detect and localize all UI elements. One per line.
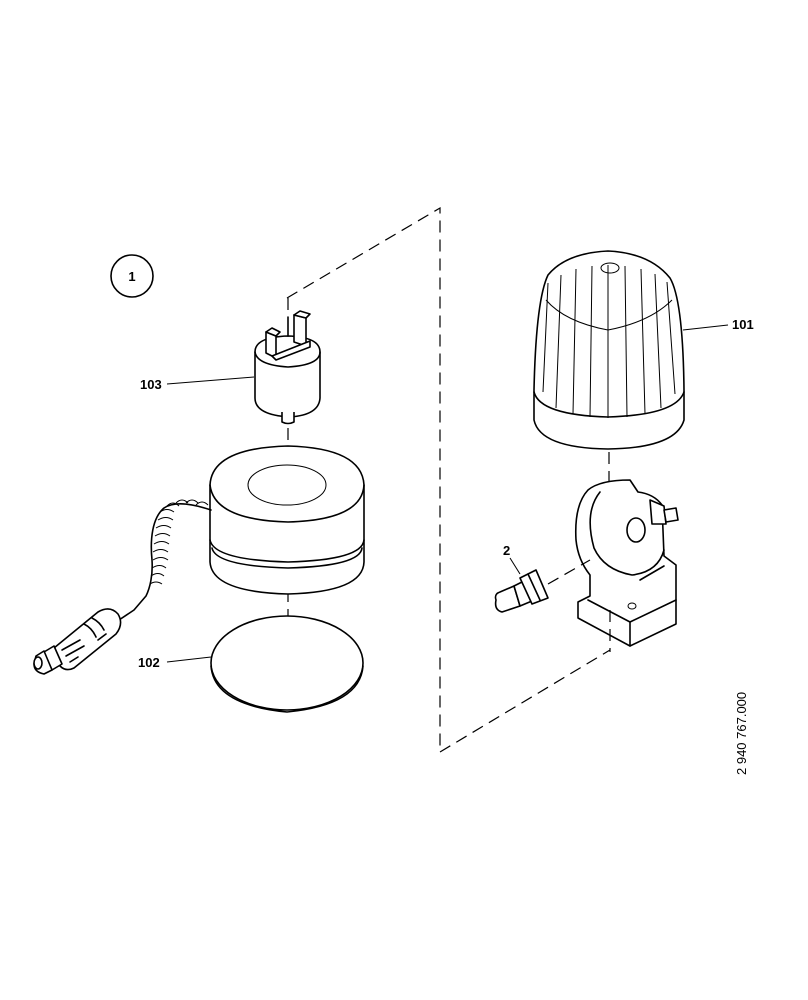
magnetic-base <box>115 445 365 623</box>
document-number: 2 940 767.000 <box>734 692 749 775</box>
part-103-connector <box>254 310 321 425</box>
label-101: 101 <box>732 317 754 332</box>
view-marker-label: 1 <box>128 269 135 284</box>
cigarette-plug <box>33 608 122 675</box>
part-102-pad <box>210 615 364 713</box>
label-103: 103 <box>140 377 162 392</box>
part-2-bulb <box>494 559 591 613</box>
view-marker: 1 <box>110 254 154 298</box>
label-102: 102 <box>138 655 160 670</box>
part-101-dome <box>533 250 685 450</box>
leader-lines <box>166 324 729 663</box>
assembly-frame <box>286 206 611 753</box>
label-2: 2 <box>503 543 510 558</box>
lamp-bracket <box>574 479 679 647</box>
